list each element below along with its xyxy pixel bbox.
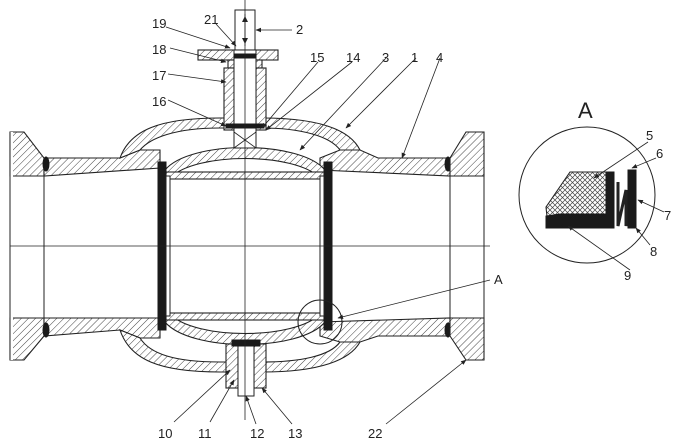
detail-a-marker (297, 299, 343, 345)
valve-body-shell (119, 117, 361, 373)
label-15: 15 (310, 50, 324, 65)
detail-a-inset (518, 126, 656, 264)
label-18: 18 (152, 42, 166, 57)
label-A: A (494, 272, 503, 287)
label-5: 5 (646, 128, 653, 143)
label-8: 8 (650, 244, 657, 259)
label-14: 14 (346, 50, 360, 65)
label-16: 16 (152, 94, 166, 109)
label-7: 7 (664, 208, 671, 223)
label-1: 1 (411, 50, 418, 65)
label-6: 6 (656, 146, 663, 161)
leader-lines (165, 23, 665, 425)
label-9: 9 (624, 268, 631, 283)
label-19: 19 (152, 16, 166, 31)
detail-title: A (578, 98, 593, 123)
label-13: 13 (288, 426, 302, 441)
label-3: 3 (382, 50, 389, 65)
centerlines (10, 0, 490, 420)
left-pipe (42, 149, 161, 339)
label-21: 21 (204, 12, 218, 27)
label-2: 2 (296, 22, 303, 37)
label-10: 10 (158, 426, 172, 441)
label-17: 17 (152, 68, 166, 83)
label-11: 11 (198, 426, 212, 441)
label-22: 22 (368, 426, 382, 441)
label-4: 4 (436, 50, 443, 65)
bottom-trunnion (225, 339, 267, 397)
label-12: 12 (250, 426, 264, 441)
